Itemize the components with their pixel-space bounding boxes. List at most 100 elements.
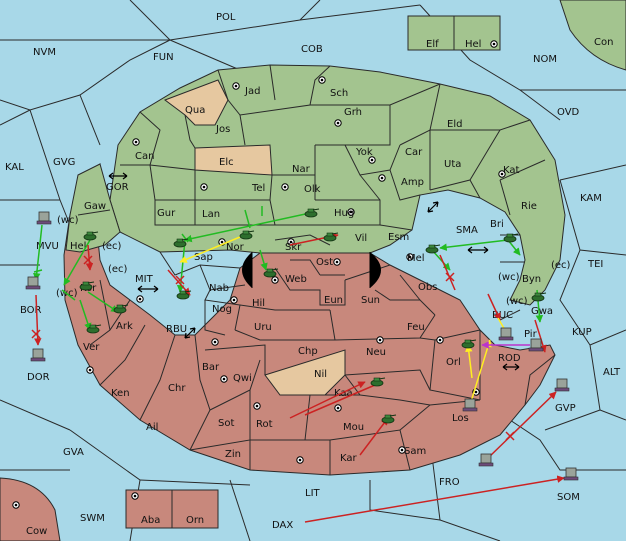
sea-label-kam: KAM (580, 193, 602, 204)
island-label-orn: Orn (186, 515, 204, 526)
failed-order-marks (31, 255, 515, 441)
province-label-sot: Sot (218, 418, 234, 429)
sea-label-gvg: GVG (53, 157, 75, 168)
province-label-nil: Nil (314, 369, 327, 380)
province-label-orl: Orl (446, 357, 461, 368)
province-label-tel: Tel (251, 183, 265, 194)
province-gaw-region[interactable] (65, 163, 121, 253)
island-cow[interactable] (0, 477, 61, 541)
province-label-nab: Nab (209, 283, 229, 294)
province-label-qua: Qua (185, 105, 205, 116)
sea-label-ovd: OVD (557, 107, 580, 118)
sea-label-alt: ALT (603, 367, 621, 378)
sea-label-tei: TEI (587, 259, 603, 270)
province-label-eld: Eld (447, 119, 462, 130)
province-label-ark: Ark (116, 321, 133, 332)
south-continent[interactable] (63, 162, 556, 476)
sea-label-rod: ROD (498, 353, 521, 364)
passage-arrows (108, 172, 520, 371)
province-label-mou: Mou (343, 422, 364, 433)
province-label-eun: Eun (324, 295, 343, 306)
province-label-car: Car (405, 147, 423, 158)
province-label-rie: Rie (521, 201, 537, 212)
sea-label-swm: SWM (80, 513, 105, 524)
sea-label-mit: MIT (135, 274, 154, 285)
island-label-aba: Aba (141, 515, 160, 526)
province-label-gaw: Gaw (84, 201, 106, 212)
province-label-nar: Nar (292, 164, 311, 175)
province-label-los: Los (452, 413, 469, 424)
province-label-amp: Amp (401, 177, 424, 188)
province-label-sch: Sch (330, 88, 348, 99)
province-label-lan: Lan (202, 209, 220, 220)
island-label-con: Con (594, 37, 613, 48)
province-label-kaa: Kaa (334, 388, 353, 399)
province-label-ken: Ken (111, 388, 130, 399)
province-label-can: Can (135, 151, 154, 162)
province-label-uru: Uru (254, 322, 272, 333)
province-label-ail: Ail (146, 422, 158, 433)
province-label-olk: Olk (304, 184, 321, 195)
sea-label-pol: POL (216, 12, 236, 23)
sea-label-gor: GOR (106, 182, 129, 193)
province-label-jos: Jos (215, 124, 230, 135)
island-orn[interactable] (171, 489, 219, 529)
central-black-hole (242, 252, 381, 288)
sea-label-fun: FUN (153, 52, 174, 63)
province-label-esm: Esm (388, 232, 409, 243)
province-label-kar: Kar (340, 453, 358, 464)
province-label-bri: Bri (490, 219, 504, 230)
province-label-obs: Obs (418, 282, 437, 293)
province-label-hil: Hil (252, 298, 265, 309)
neutral-labels: Qua Elc Nil (185, 105, 327, 380)
sea-label-nvm: NVM (33, 47, 56, 58)
island-label-elf: Elf (426, 39, 439, 50)
sea-label-sma: SMA (456, 225, 478, 236)
sea-label-gvp: GVP (555, 403, 576, 414)
province-label-kat: Kat (503, 165, 520, 176)
south-boundaries (89, 234, 556, 475)
island-labels: Elf Hel Con Aba Orn Cow (26, 37, 613, 537)
coast-tag: (ec) (108, 264, 128, 275)
sea-label-kal: KAL (5, 162, 24, 173)
province-label-bar: Bar (202, 362, 220, 373)
sea-label-kup: KUP (572, 327, 592, 338)
province-label-grh: Grh (344, 107, 362, 118)
province-label-rot: Rot (256, 419, 273, 430)
province-label-sap: Sap (194, 252, 213, 263)
island-label-cow: Cow (26, 526, 47, 537)
province-label-vil: Vil (355, 233, 367, 244)
north-labels: Jad Sch Jos Grh Eld Can Yok Car Uta Nar … (70, 86, 553, 317)
province-label-nor: Nor (226, 242, 245, 253)
province-label-chr: Chr (168, 383, 186, 394)
south-labels: Vil Sap Nor Skr Ost Web Mel Kor Nab Eun … (80, 233, 538, 464)
province-nil[interactable] (264, 349, 346, 396)
island-label-hel: Hel (465, 39, 481, 50)
province-label-sam: Sam (404, 446, 426, 457)
province-label-sun: Sun (361, 295, 380, 306)
province-label-elc: Elc (219, 157, 234, 168)
province-label-gwa: Gwa (531, 306, 553, 317)
sea-label-dor: DOR (27, 372, 50, 383)
province-label-web: Web (285, 274, 307, 285)
coast-tag: (wc) (498, 272, 520, 283)
province-label-chp: Chp (298, 346, 318, 357)
coast-tag: (ec) (102, 241, 122, 252)
province-label-hug: Hug (334, 208, 354, 219)
sea-label-cob: COB (301, 44, 323, 55)
coast-tag: (wc) (506, 296, 528, 307)
province-label-uta: Uta (444, 159, 461, 170)
coast-tag: (ec) (551, 260, 571, 271)
province-label-jad: Jad (244, 86, 260, 97)
province-label-neu: Neu (366, 347, 386, 358)
sea-labels: POL COB FUN NVM NOM OVD KAL GVG GOR KAM … (5, 12, 621, 531)
province-label-mel: Mel (407, 253, 425, 264)
sea-label-buc: BUC (492, 310, 513, 321)
sea-label-dax: DAX (272, 520, 293, 531)
province-label-byn: Byn (522, 274, 541, 285)
sea-label-fro: FRO (439, 477, 460, 488)
province-label-pir: Pir (524, 329, 538, 340)
north-boundaries (77, 64, 546, 263)
